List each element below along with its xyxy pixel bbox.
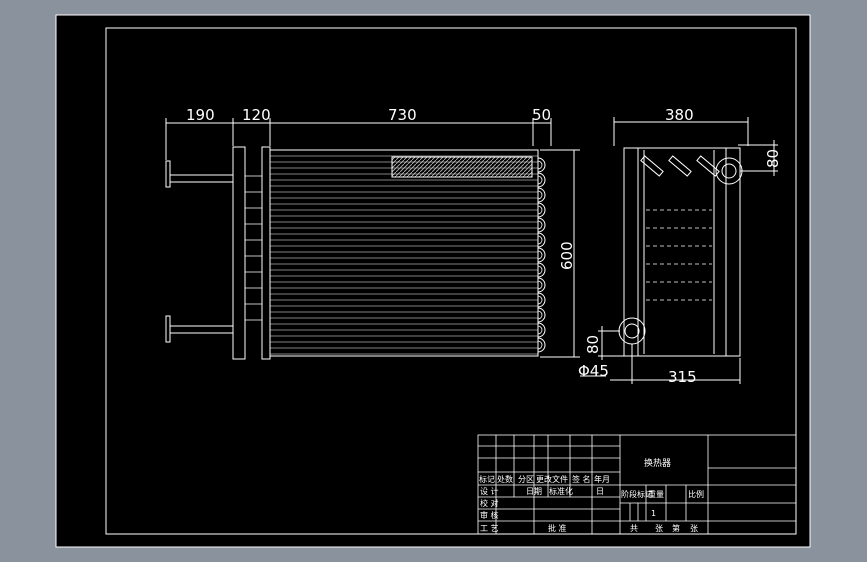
u-bend-inner [537, 265, 543, 275]
left-end-plate [232, 146, 246, 360]
dim-380: 380 [665, 106, 694, 124]
u-bend [537, 247, 546, 263]
header-stubs [245, 175, 262, 321]
outlet-pipe [165, 315, 233, 343]
u-bend [537, 172, 546, 188]
slanted-nozzles [640, 155, 720, 177]
dim-730: 730 [388, 106, 417, 124]
u-bend-inner [537, 250, 543, 260]
tb-row5-c1: 工 艺 [480, 524, 499, 533]
tb-stage-label: 阶段标记 [621, 489, 653, 499]
u-bend [537, 187, 546, 203]
tb-sheet-no: 第 [672, 523, 680, 533]
front-view [165, 118, 580, 360]
u-bend [537, 307, 546, 323]
tb-row3: 校 对 [480, 498, 499, 508]
drawing-border [105, 27, 797, 535]
u-bend-inner [537, 280, 543, 290]
inlet-pipe [165, 160, 233, 188]
u-bend-inner [537, 220, 543, 230]
u-bend-inner [537, 160, 543, 170]
u-bend [537, 277, 546, 293]
u-bend [537, 262, 546, 278]
tb-sheet-total: 共 [630, 524, 638, 533]
u-bend-inner [537, 310, 543, 320]
u-bend-inner [537, 175, 543, 185]
dim-120: 120 [242, 106, 271, 124]
tb-row5-c3: 批 准 [548, 523, 567, 533]
u-bend-inner [537, 340, 543, 350]
fin-core [269, 149, 539, 357]
tb-row1-c3: 分区 [518, 475, 534, 484]
tb-row1-c1: 标记 [479, 474, 495, 484]
tb-scale-label: 比例 [688, 489, 704, 499]
tb-row2-c6: 日 [596, 487, 604, 496]
u-bend-inner [537, 235, 543, 245]
title-drawing-name: 换热器 [644, 457, 671, 469]
u-bend [537, 292, 546, 308]
tb-row4: 审 核 [480, 510, 499, 520]
u-bend [537, 232, 546, 248]
dim-80-bottom: 80 [584, 335, 602, 354]
side-right-flange [725, 147, 741, 357]
tb-sheet-unit1: 张 [655, 524, 663, 533]
u-bend [537, 217, 546, 233]
dim-315: 315 [668, 368, 697, 386]
u-bends [537, 157, 546, 353]
tb-row2-c3: 日期 [526, 487, 542, 496]
tb-weight-label: 重量 [648, 489, 664, 499]
side-left-flange [623, 147, 639, 357]
u-bend [537, 322, 546, 338]
dim-50: 50 [532, 106, 551, 124]
side-view [580, 117, 778, 384]
tb-row1-c5: 签 名 [572, 474, 591, 484]
drawing-sheet [55, 14, 811, 548]
dim-80-top: 80 [764, 149, 782, 168]
tb-row2-c1: 设 计 [480, 486, 499, 496]
tb-row1-c2: 处数 [497, 474, 513, 484]
u-bend [537, 202, 546, 218]
dim-190: 190 [186, 106, 215, 124]
tube-rows [270, 155, 538, 355]
dim-dia45: Φ45 [578, 362, 609, 380]
dim-600: 600 [558, 241, 576, 270]
tb-sheet-unit2: 张 [690, 524, 698, 533]
tb-row1-c6: 年月 [594, 474, 610, 484]
u-bend-inner [537, 295, 543, 305]
u-bend [537, 157, 546, 173]
hatched-fin-area [391, 156, 533, 178]
tb-row2-c4: 标准化 [549, 486, 573, 496]
u-bend [537, 337, 546, 353]
tb-row1-c4: 更改文件 [536, 474, 568, 484]
side-dashed-fins [646, 209, 712, 301]
tb-sheet-value: 1 [651, 509, 656, 518]
u-bend-inner [537, 190, 543, 200]
title-block [477, 434, 797, 535]
u-bend-inner [537, 205, 543, 215]
u-bend-inner [537, 325, 543, 335]
